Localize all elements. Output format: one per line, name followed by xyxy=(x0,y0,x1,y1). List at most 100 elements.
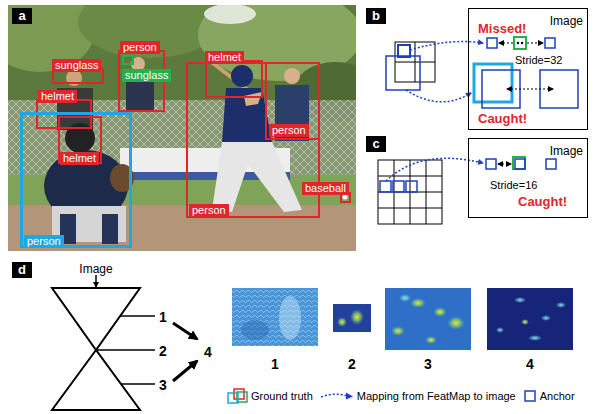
heatmaps xyxy=(232,288,573,350)
text-holder: person xyxy=(120,37,160,55)
blob-shape xyxy=(433,307,447,317)
text-holder: helmet xyxy=(60,148,99,166)
detection-box: person xyxy=(20,112,132,248)
line-stroke xyxy=(378,208,442,209)
detection-box: person xyxy=(186,62,320,218)
dot-shape xyxy=(343,195,348,200)
line-stroke xyxy=(173,323,197,339)
blob-shape xyxy=(556,302,566,308)
rect-shape xyxy=(515,159,525,169)
rect-shape xyxy=(487,38,497,48)
text-holder: sunglass xyxy=(122,65,171,83)
legend-sample xyxy=(226,388,248,404)
dot-shape xyxy=(284,68,300,84)
text-holder: 2 xyxy=(348,355,356,373)
line-stroke xyxy=(95,275,97,287)
blob-shape xyxy=(204,5,256,24)
text-holder: Stride=16 xyxy=(490,175,537,193)
image-frame: ImageStride=16Caught! xyxy=(468,138,588,218)
text-holder: 1 xyxy=(159,308,167,326)
frame-title: Image xyxy=(550,145,583,158)
blob-shape xyxy=(447,316,465,330)
text-holder: Stride=32 xyxy=(515,50,562,68)
class-tag: person xyxy=(24,235,64,248)
line-stroke xyxy=(378,176,442,177)
class-tag: sunglass xyxy=(52,59,101,72)
text-holder: helmet xyxy=(38,86,77,104)
rect-shape xyxy=(380,181,391,192)
text-holder: 2 xyxy=(159,342,167,360)
detection-box: baseball xyxy=(340,192,351,203)
panel-badge: c xyxy=(366,136,386,152)
dot-shape xyxy=(521,42,523,44)
text-holder: 4 xyxy=(526,355,534,373)
line-stroke xyxy=(96,349,155,351)
class-tag: person xyxy=(120,41,160,54)
legend-text: Ground truth xyxy=(251,390,313,403)
rect-shape xyxy=(525,391,535,401)
line-stroke xyxy=(395,62,435,63)
class-tag: sunglass xyxy=(122,69,171,82)
panel-letter: d xyxy=(12,262,32,278)
rect-shape xyxy=(386,56,420,90)
icon-svg xyxy=(523,389,537,403)
text-holder: Missed! xyxy=(478,19,526,37)
line-stroke xyxy=(121,383,155,385)
path-stroke xyxy=(321,394,347,397)
panel-badge: b xyxy=(366,8,386,24)
callout-number: 4 xyxy=(204,344,212,360)
blob-shape xyxy=(391,326,405,336)
rect-shape xyxy=(487,288,573,350)
polygon-shape xyxy=(244,92,262,106)
image-frame: ImageMissed!Stride=32Caught! xyxy=(468,8,588,130)
rect-shape xyxy=(8,205,356,251)
hourglass-network xyxy=(52,275,197,410)
detection-box: person xyxy=(265,62,320,140)
rect-shape xyxy=(545,38,555,48)
rect-shape xyxy=(482,70,520,108)
legend-item: Mapping from FeatMap to image xyxy=(320,390,516,403)
class-tag: person xyxy=(189,204,229,217)
icon-svg xyxy=(226,388,248,404)
panel-letter: b xyxy=(366,8,386,24)
path-stroke xyxy=(410,42,483,50)
legend: Ground truth Mapping from FeatMap to imag… xyxy=(226,388,582,404)
stride-label: Stride=32 xyxy=(515,54,562,67)
panel-badge: d xyxy=(12,262,32,278)
stride-label: Stride=16 xyxy=(490,179,537,192)
rect-shape xyxy=(232,288,318,346)
rect-shape xyxy=(486,159,496,169)
line-stroke xyxy=(498,163,511,164)
result-note: Caught! xyxy=(518,194,567,209)
blob-shape xyxy=(521,319,529,325)
blob-shape xyxy=(279,296,301,340)
icon-svg xyxy=(320,391,354,401)
input-label: Image xyxy=(79,263,112,276)
callout-number: 3 xyxy=(424,356,432,372)
callout-number: 1 xyxy=(159,309,167,325)
class-tag: baseball xyxy=(302,182,349,195)
detection-box: sunglass xyxy=(122,55,134,65)
class-tag: helmet xyxy=(38,90,77,103)
dot-shape xyxy=(231,65,253,87)
callout-number: 3 xyxy=(159,377,167,393)
legend-item: Ground truth xyxy=(226,388,313,404)
text-holder: 1 xyxy=(271,355,279,373)
polygon-shape xyxy=(212,142,302,212)
legend-item: Anchor xyxy=(523,389,575,403)
text-holder: helmet xyxy=(205,47,244,65)
blob-shape xyxy=(425,336,437,344)
blob-shape xyxy=(541,315,551,321)
blob-shape xyxy=(337,317,347,327)
text-holder: 3 xyxy=(424,355,432,373)
rect-shape xyxy=(514,37,526,49)
blob-shape xyxy=(514,297,526,303)
path-stroke xyxy=(406,90,471,102)
text-holder: 3 xyxy=(159,376,167,394)
callout-number: 4 xyxy=(526,356,534,372)
anchors-b xyxy=(474,37,578,108)
class-tag: helmet xyxy=(205,51,244,64)
text-holder: person xyxy=(24,231,64,249)
text-holder: Image xyxy=(550,11,583,29)
